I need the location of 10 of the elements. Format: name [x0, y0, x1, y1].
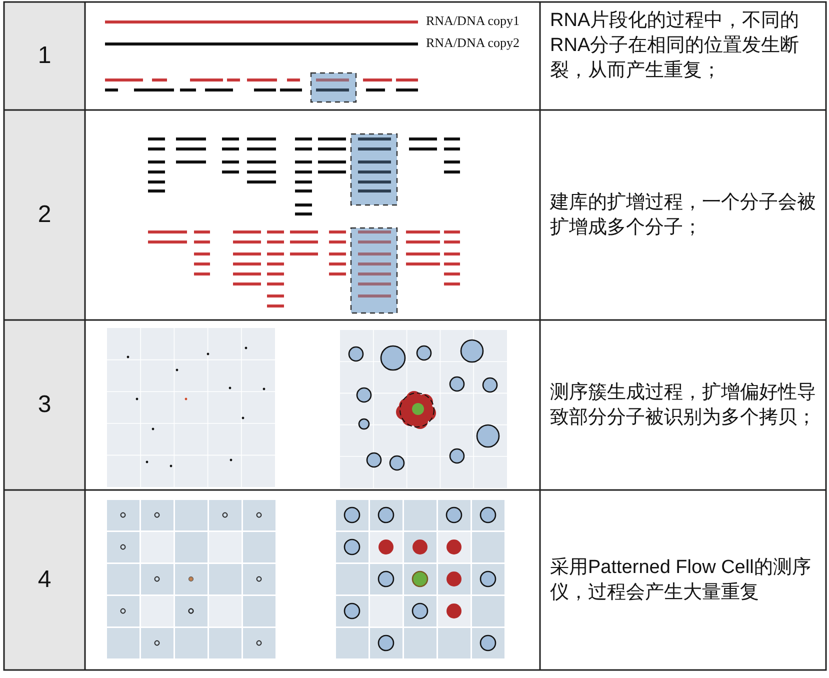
number-cell: 1: [4, 2, 85, 110]
strand-label: RNA/DNA copy2: [426, 35, 520, 51]
description-text: 采用Patterned Flow Cell的测序仪，过程会产生大量重复: [550, 556, 812, 605]
description-text: 测序簇生成过程，扩增偏好性导致部分分子被识别为多个拷贝；: [550, 381, 817, 430]
description-text: 建库的扩增过程，一个分子会被扩增成多个分子；: [550, 191, 817, 240]
strand-label: RNA/DNA copy1: [426, 13, 520, 29]
number-cell: 3: [4, 320, 85, 490]
description-text: RNA片段化的过程中，不同的RNA分子在相同的位置发生断裂，从而产生重复；: [550, 9, 800, 83]
number-cell: 4: [4, 490, 85, 670]
number-cell: 2: [4, 110, 85, 320]
